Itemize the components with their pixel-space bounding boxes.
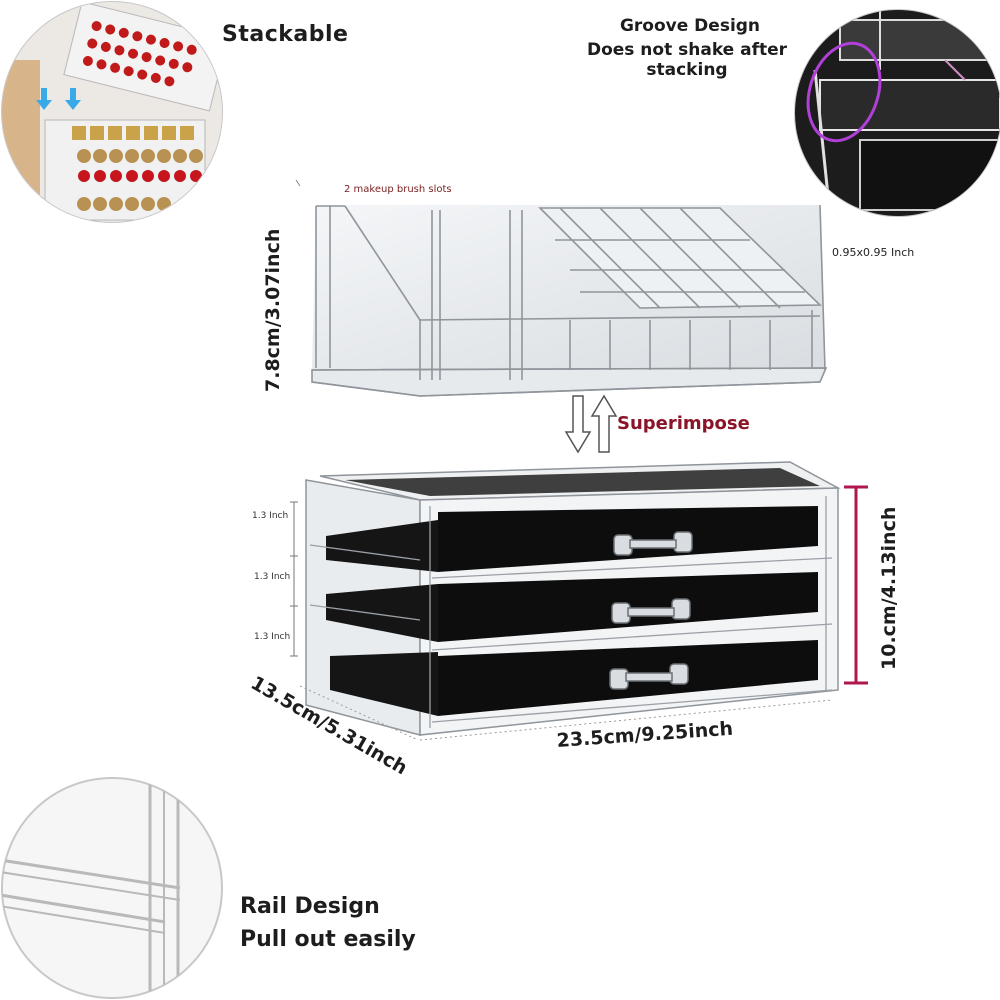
groove-title: Groove Design: [619, 16, 761, 36]
drawer-handle-icon: [609, 531, 693, 690]
stackable-photo: [1, 1, 223, 223]
base-height-dimension-label: 10.cm/4.13inch: [878, 506, 900, 670]
top-height-dimension-label: 7.8cm/3.07inch: [262, 228, 284, 392]
cell-size-label: 0.95x0.95 Inch: [832, 246, 915, 259]
groove-photo: [794, 9, 1000, 217]
drawer-1-height-label: 1.3 Inch: [252, 511, 289, 521]
top-organizer: [311, 204, 828, 397]
groove-highlight-circle: [806, 41, 882, 143]
rail-title: Rail Design: [240, 894, 380, 919]
groove-subtitle: Does not shake after stacking: [586, 40, 788, 80]
drawer-2-height-label: 1.3 Inch: [254, 572, 291, 582]
brush-slots-label: 2 makeup brush slots: [344, 184, 452, 195]
base-height-dimension: [844, 485, 868, 685]
width-depth-guides: [299, 685, 833, 741]
stack-arrows-icon: [36, 88, 81, 110]
stackable-label: Stackable: [222, 22, 349, 47]
drawer-height-ticks: [290, 501, 298, 657]
rail-subtitle: Pull out easily: [240, 927, 416, 952]
superimpose-arrows: [564, 394, 618, 454]
down-arrow-icon: [564, 395, 592, 454]
superimpose-label: Superimpose: [617, 413, 750, 434]
rail-photo: [1, 777, 223, 999]
drawer-unit: [305, 461, 841, 736]
up-arrow-icon: [590, 394, 618, 453]
drawer-3-height-label: 1.3 Inch: [254, 632, 291, 642]
dim-tick: [295, 179, 301, 187]
